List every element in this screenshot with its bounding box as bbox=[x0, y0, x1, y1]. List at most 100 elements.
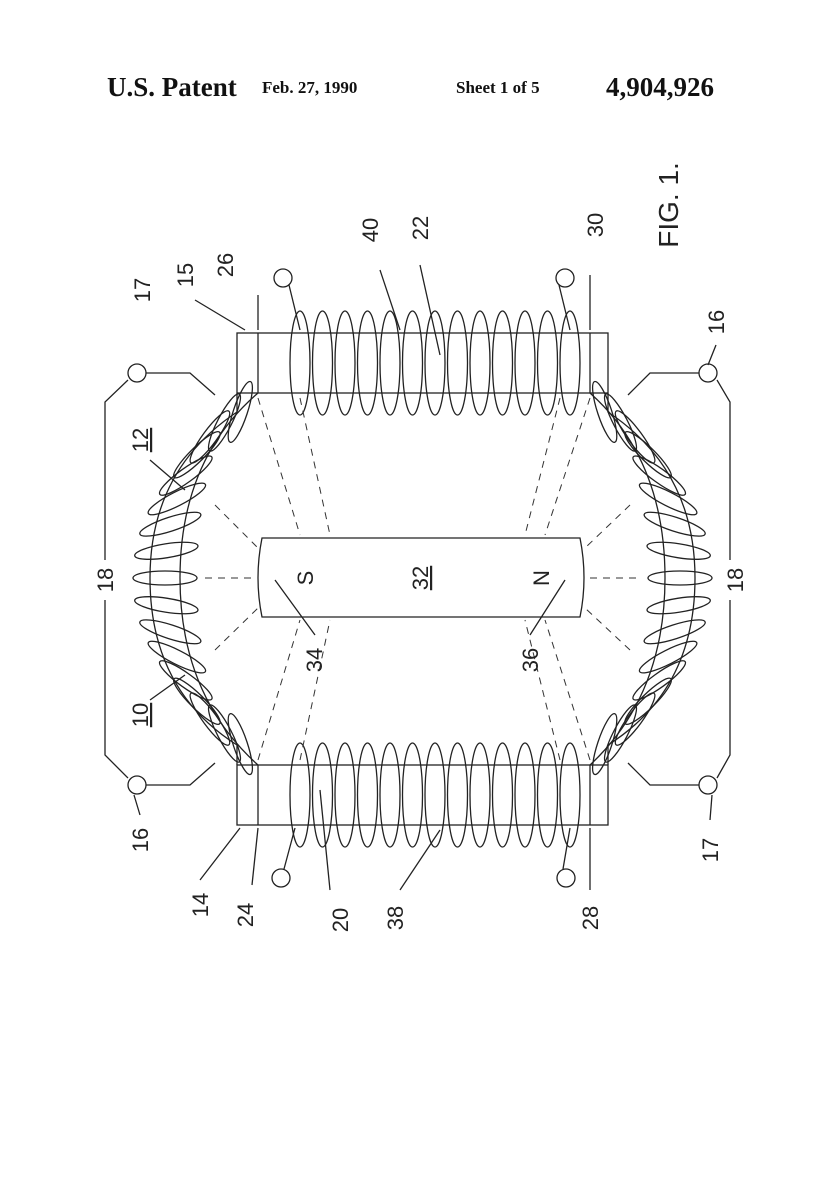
leader-lines bbox=[133, 264, 717, 891]
coil-38-turn bbox=[334, 742, 356, 848]
label-18: 18 bbox=[723, 568, 748, 592]
coil-40-turn bbox=[379, 310, 401, 416]
flux-line bbox=[584, 504, 631, 549]
ring-coil-turn bbox=[603, 393, 638, 452]
label-34: 34 bbox=[302, 648, 327, 672]
ring-coil-turn bbox=[614, 692, 656, 746]
coil-38-turn bbox=[311, 742, 334, 848]
ring-coil-turn bbox=[603, 704, 638, 763]
flux-line bbox=[299, 619, 331, 761]
flux-line bbox=[257, 619, 301, 761]
terminal bbox=[271, 868, 291, 888]
terminal-16 bbox=[127, 775, 147, 795]
coil-38-turn bbox=[469, 742, 491, 848]
flux-line bbox=[544, 619, 591, 761]
ring-coil-turn bbox=[624, 677, 673, 725]
core-ring-outer bbox=[149, 393, 238, 765]
coil-40-turn bbox=[401, 310, 424, 416]
coil-38-turn bbox=[491, 742, 514, 848]
ring-coil-turn bbox=[632, 455, 687, 496]
coil-40-turn bbox=[289, 310, 311, 416]
coil-40-turn bbox=[469, 310, 491, 416]
label-30: 30 bbox=[583, 213, 608, 237]
ring-coil-turn bbox=[134, 596, 199, 615]
ring-coil-turn bbox=[638, 640, 698, 674]
label-17: 17 bbox=[130, 278, 155, 302]
ring-coil-turn bbox=[158, 455, 213, 496]
core-ring-inner bbox=[179, 392, 259, 766]
ring-coil-turn bbox=[638, 482, 698, 516]
label-28: 28 bbox=[578, 906, 603, 930]
ring-coil-turn bbox=[227, 380, 254, 444]
coil-40-turn bbox=[491, 310, 514, 416]
ring-coil-turn bbox=[172, 677, 221, 725]
label-17: 17 bbox=[698, 838, 723, 862]
terminal bbox=[273, 268, 293, 288]
patent-number: 4,904,926 bbox=[606, 72, 714, 102]
ring-coil-turn bbox=[132, 570, 198, 586]
label-14: 14 bbox=[188, 893, 213, 917]
ring-coil-turn bbox=[158, 660, 213, 701]
coil-40-turn bbox=[559, 310, 581, 416]
label-15: 15 bbox=[173, 263, 198, 287]
flux-line bbox=[584, 607, 631, 651]
label-18: 18 bbox=[93, 568, 118, 592]
coil-38-turn bbox=[424, 742, 446, 848]
terminal bbox=[555, 268, 575, 288]
pole-n: N bbox=[529, 570, 554, 586]
coil-40-turn bbox=[514, 310, 536, 416]
label-38: 38 bbox=[383, 906, 408, 930]
ring-coil-turn bbox=[632, 660, 687, 701]
ring-coil-turn bbox=[591, 712, 618, 776]
ring-coil-turn bbox=[614, 410, 656, 464]
core-ring-inner-right bbox=[589, 392, 666, 766]
coil-40-turn bbox=[446, 310, 469, 416]
label-26: 26 bbox=[213, 253, 238, 277]
coil-38-turn bbox=[356, 742, 379, 848]
label-32: 32 bbox=[408, 566, 433, 590]
ring-coil-turn bbox=[591, 380, 618, 444]
flux-line bbox=[299, 397, 331, 536]
ring-coil-turn bbox=[643, 619, 706, 645]
flux-line bbox=[524, 619, 561, 761]
ring-coil-turn bbox=[227, 712, 254, 776]
pole-bar-22 bbox=[236, 332, 609, 394]
flux-line bbox=[544, 397, 591, 536]
coil-40-turn bbox=[334, 310, 356, 416]
ring-coil-turn bbox=[147, 640, 207, 674]
reference-labels: 17 15 26 40 22 30 FIG. 1. 16 12 18 34 32… bbox=[93, 162, 748, 932]
coil-38-turn bbox=[379, 742, 401, 848]
header-sheet: Sheet 1 of 5 bbox=[456, 78, 540, 97]
ring-coil-turn bbox=[147, 482, 207, 516]
ring-coil-turn bbox=[207, 393, 242, 452]
terminal-16 bbox=[698, 363, 718, 383]
label-20: 20 bbox=[328, 908, 353, 932]
label-10: 10 bbox=[128, 703, 153, 727]
flux-line bbox=[257, 397, 301, 536]
flux-line bbox=[214, 607, 259, 651]
ring-coil-turn bbox=[624, 431, 673, 479]
ring-coil-turn bbox=[643, 511, 706, 537]
ring-coil-turn bbox=[139, 511, 202, 537]
label-22: 22 bbox=[408, 216, 433, 240]
header-title: U.S. Patent bbox=[107, 72, 237, 102]
ring-coil-turn bbox=[646, 596, 711, 615]
flux-line bbox=[214, 504, 259, 549]
ring-coil-turn bbox=[189, 410, 231, 464]
ring-coil-turn bbox=[646, 541, 711, 560]
ring-coil-turn bbox=[207, 704, 242, 763]
coil-38-turn bbox=[536, 742, 559, 848]
label-24: 24 bbox=[233, 903, 258, 927]
coil-40-turn bbox=[311, 310, 334, 416]
coil-40-turn bbox=[424, 310, 446, 416]
ring-coil-turn bbox=[189, 692, 231, 746]
figure-caption: FIG. 1. bbox=[653, 162, 684, 248]
coil-38-turn bbox=[559, 742, 581, 848]
terminal bbox=[556, 868, 576, 888]
coil-40-turn bbox=[536, 310, 559, 416]
pole-bar-20 bbox=[236, 764, 609, 826]
coil-38-turn bbox=[401, 742, 424, 848]
label-16: 16 bbox=[128, 828, 153, 852]
